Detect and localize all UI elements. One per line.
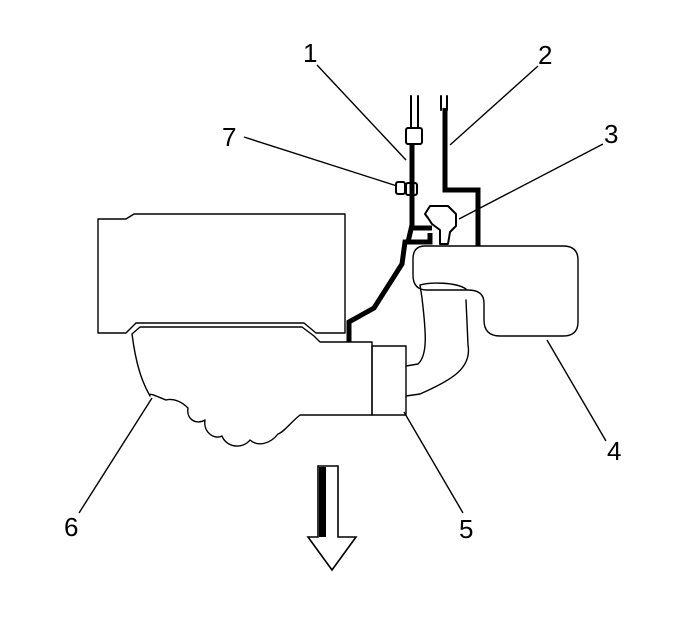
part-1-line: [405, 95, 432, 231]
part-5-collar: [371, 345, 407, 416]
callout-4: 4: [607, 436, 621, 466]
leader-5: [403, 411, 464, 514]
part-3-clip: [424, 205, 457, 245]
part-7-fitting: [395, 181, 418, 196]
callout-6: 6: [64, 512, 78, 542]
callout-1: 1: [303, 38, 317, 68]
leader-2: [449, 65, 539, 146]
callout-3: 3: [604, 119, 618, 149]
connecting-hose: [405, 282, 470, 397]
callout-2: 2: [538, 40, 552, 70]
leader-6: [78, 397, 153, 514]
leader-3: [458, 143, 604, 220]
leader-lines: [78, 64, 607, 514]
callout-5: 5: [459, 514, 473, 544]
callout-7: 7: [222, 122, 236, 152]
callout-labels: 1 2 3 4 5 6 7: [64, 38, 621, 544]
upper-housing-block: [97, 213, 346, 334]
part-2-line: [440, 95, 481, 246]
part-4-tank: [412, 245, 579, 337]
bent-pipe: [346, 224, 433, 342]
down-arrow-icon: [306, 465, 358, 572]
part-6-lower-body: [131, 326, 373, 447]
leader-1: [316, 64, 407, 161]
leader-4: [546, 339, 607, 442]
leader-7: [243, 136, 398, 187]
